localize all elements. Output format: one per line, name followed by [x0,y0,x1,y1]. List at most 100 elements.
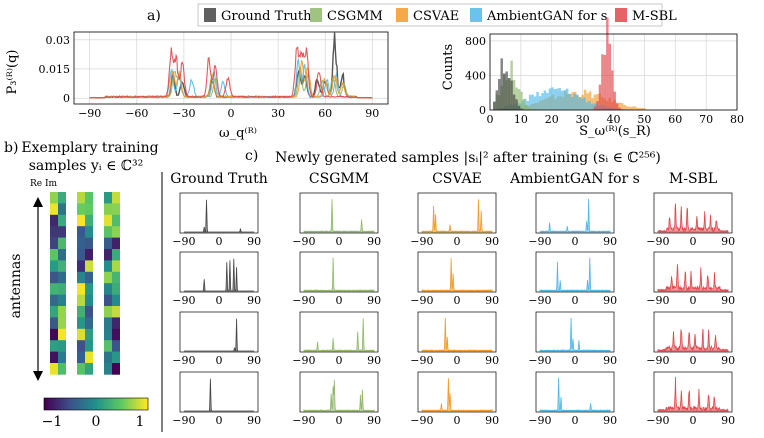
heatmap-cell [50,203,58,216]
sample-x-tick: 90 [247,294,261,307]
colorbar-segment [78,398,81,410]
hist-x-tick: 60 [668,113,682,126]
colorbar-segment [52,398,55,410]
colorbar-segment [44,398,47,410]
heatmap-cell [85,271,93,284]
colorbar-segment [98,398,101,410]
heatmap-cell [104,271,112,284]
legend-swatch [310,8,322,22]
hist-x-label: S_ω⁽ᴿ⁾(s_R) [579,124,651,139]
colorbar-segment [118,398,121,410]
heatmap-cell [104,351,112,364]
heatmap-cell [104,283,112,295]
colorbar-segment [96,398,99,410]
heatmap-cell [50,328,58,341]
sample-frame [417,251,497,293]
sample-x-tick: 0 [216,235,223,248]
heatmap-cell [58,283,66,295]
heatmap-cell [112,226,120,238]
sample-x-tick: −90 [528,294,551,307]
colorbar-segment [66,398,69,410]
sample-trace [657,264,729,292]
heatmap-cell [77,214,85,227]
hist-bar [590,103,594,110]
sample-x-tick: −90 [646,294,669,307]
re-im-label: Re Im [30,179,58,189]
power-x-tick: 90 [365,107,379,120]
heatmap-cell [112,214,120,227]
sample-x-tick: −90 [410,414,433,427]
legend-label: CSGMM [327,9,383,24]
sample-x-tick: 90 [485,235,499,248]
sample-frame [179,371,259,413]
sample-x-tick: 90 [603,294,617,307]
hist-bar [588,100,591,110]
colorbar-segment [140,398,143,410]
hist-bar [596,101,599,110]
hist-bar [618,102,621,110]
heatmap-cell [112,260,120,273]
heatmap-cell [104,306,112,318]
heatmap-cell [58,363,66,375]
colorbar-segment [74,398,77,410]
heatmap-cell [58,226,66,238]
sample-x-tick: 90 [721,235,735,248]
heatmap-cell [104,214,112,227]
heatmap-cell [58,249,66,261]
column-title: CSVAE [432,171,482,187]
sample-x-tick: 0 [336,235,343,248]
heatmap-cell [77,317,85,330]
sample-x-tick: 0 [216,414,223,427]
power-y-tick: 0 [63,92,70,105]
heatmap-cell [112,192,120,204]
hist-bar [520,108,523,110]
hist-axes-frame [489,33,738,111]
heatmap-cell [50,237,58,250]
heatmap-cell [104,294,112,307]
hist-bar [638,107,641,110]
sample-frame [535,311,615,353]
hist-bar [620,103,624,110]
sample-x-tick: 90 [485,414,499,427]
sample-x-tick: 90 [485,294,499,307]
heatmap-cell [112,317,120,330]
legend-swatch [204,8,216,22]
column-title: AmbientGAN for s [509,171,640,187]
colorbar-segment [56,398,59,410]
hist-bar [593,106,597,110]
sample-x-tick: 0 [690,235,697,248]
heatmap-cell [104,328,112,341]
heatmap-cell [77,363,85,375]
heatmap-cell [85,317,93,330]
antennas-arrow [33,197,43,381]
colorbar-segment [106,398,109,410]
heatmap-cell [50,340,58,352]
sample-x-tick: 90 [247,354,261,367]
hist-bar [630,106,634,110]
hist-bar [618,107,621,110]
hist-bar [603,54,607,110]
colorbar-segment [94,398,97,410]
heatmap-cell [112,328,120,341]
power-y-tick: 0.015 [39,63,71,76]
sample-x-tick: 0 [216,294,223,307]
hist-bar [548,88,552,110]
heatmap-cell [85,192,93,204]
sample-trace [657,329,729,352]
hist-bar [500,58,503,110]
heatmap-cell [112,363,120,375]
sample-x-tick: −90 [172,294,195,307]
colorbar-segment [124,398,127,410]
hist-bar [510,80,513,110]
heatmap-cell [85,226,93,238]
sample-x-tick: 90 [721,294,735,307]
sample-trace [539,317,611,352]
heatmap-cell [104,317,112,330]
heatmap-cell [112,237,120,250]
sample-x-tick: −90 [292,414,315,427]
sample-frame [417,311,497,353]
sample-frame [535,371,615,413]
colorbar-segment [126,398,129,410]
heatmap-cell [58,317,66,330]
